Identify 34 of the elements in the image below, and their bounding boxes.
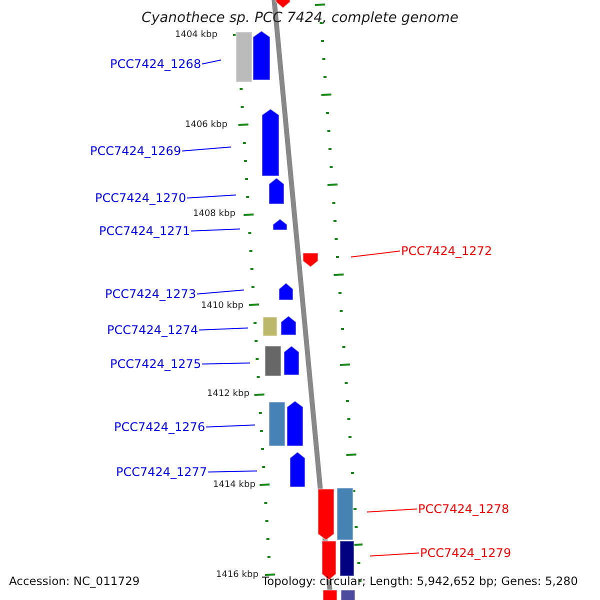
gene-label: PCC7424_1271 [99, 225, 190, 237]
scale-label: 1404 kbp [175, 31, 218, 40]
map-title: Cyanothece sp. PCC 7424, complete genome [140, 11, 460, 25]
leader-line [186, 194, 236, 198]
footer-text: Accession: NC_011729 [9, 576, 140, 588]
gene-label: PCC7424_1276 [114, 421, 206, 433]
gene-label: PCC7424_1277 [116, 466, 208, 478]
gene-label: PCC7424_1275 [110, 358, 202, 370]
leader-line [208, 470, 258, 472]
leader-line [196, 290, 244, 294]
gene-label: PCC7424_1268 [110, 58, 202, 70]
gene-label: PCC7424_1270 [95, 192, 186, 204]
scale-label: 1406 kbp [185, 121, 228, 130]
leader-line [206, 424, 256, 428]
gene-label: PCC7424_1279 [420, 547, 512, 559]
scale-label: 1412 kbp [207, 390, 250, 399]
leader-line [190, 228, 240, 232]
scale-label: 1414 kbp [213, 481, 256, 490]
gene-label: PCC7424_1273 [105, 288, 196, 300]
scale-label: 1410 kbp [201, 302, 244, 311]
gene-label: PCC7424_1272 [401, 245, 492, 257]
scale-label: 1408 kbp [193, 210, 236, 219]
leader-line [370, 552, 420, 556]
gene-label: PCC7424_1269 [90, 145, 182, 157]
scale-label: 1416 kbp [216, 571, 258, 580]
gene-label: PCC7424_1278 [418, 503, 510, 515]
leader-line [198, 328, 248, 330]
leader-line [202, 60, 222, 64]
leader-line [202, 362, 250, 364]
gene-label: PCC7424_1274 [107, 324, 198, 336]
leader-line [350, 250, 400, 258]
leader-line [182, 146, 232, 152]
footer-text: Topology: circular; Length: 5,942,652 bp; Genes: 5,280 [262, 576, 578, 588]
leader-line [366, 508, 418, 512]
